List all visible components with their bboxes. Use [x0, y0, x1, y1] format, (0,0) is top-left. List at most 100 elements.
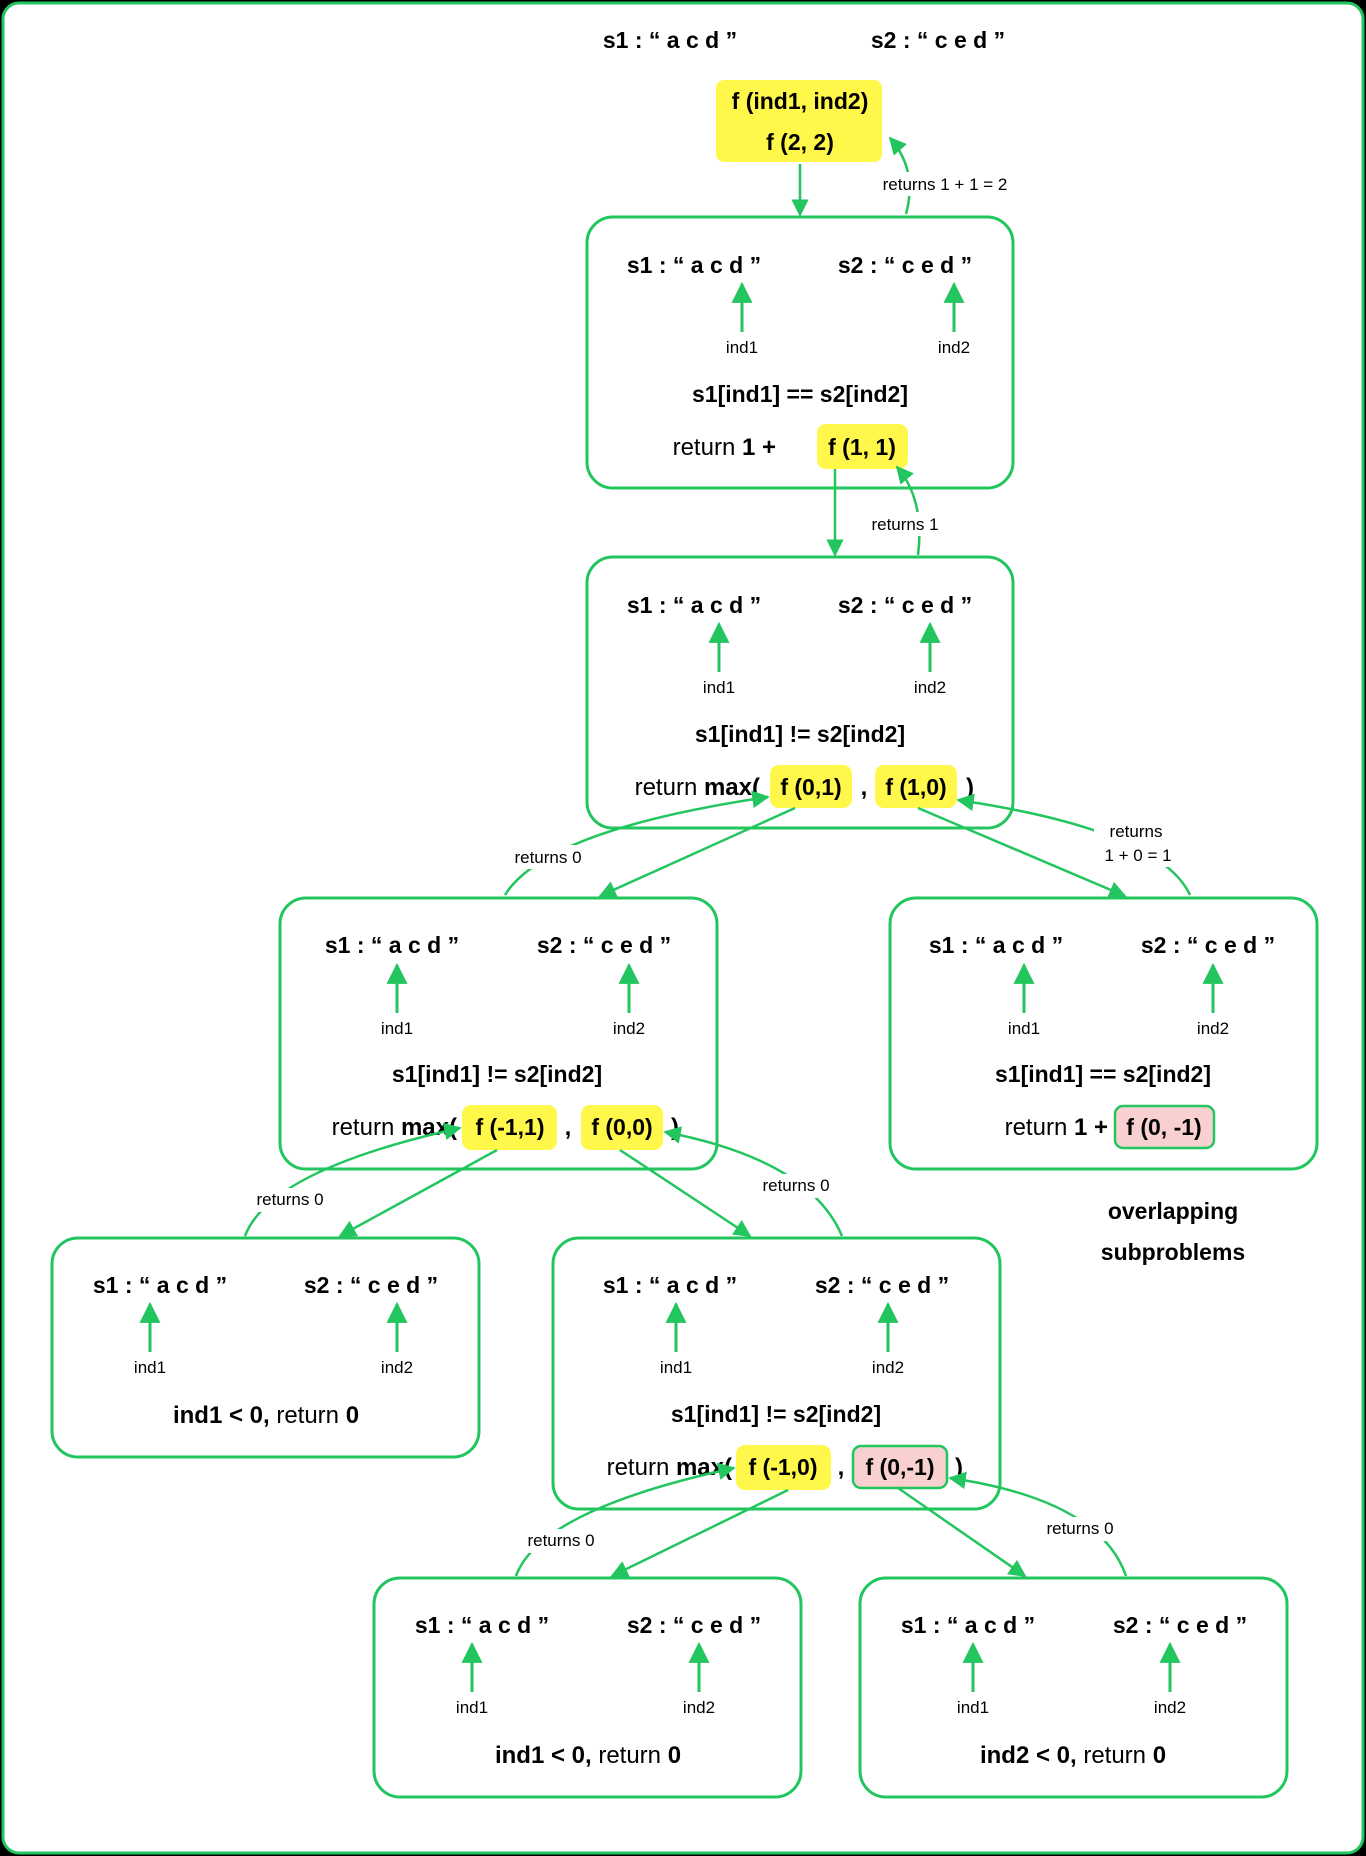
n5-comma: ,	[838, 1454, 845, 1481]
n1-call-f-1-1: f (1, 1)	[828, 434, 896, 460]
n2-call-f-0-1: f (0,1)	[780, 774, 841, 800]
n6-base-return: return	[270, 1402, 346, 1429]
n2-ind1-label: ind1	[703, 678, 735, 697]
n1-condition: s1[ind1] == s2[ind2]	[692, 381, 908, 407]
n5-condition: s1[ind1] != s2[ind2]	[671, 1401, 881, 1427]
call-arrow-n5-to-n8	[897, 1486, 1027, 1578]
n2-return-keyword: return	[635, 774, 704, 801]
return-label-n5-right: returns 0	[1046, 1519, 1113, 1538]
overlapping-note-line1: overlapping	[1108, 1198, 1238, 1224]
return-label-n2-right-line1: returns	[1110, 822, 1163, 841]
return-label-root: returns 1 + 1 = 2	[883, 175, 1008, 194]
n5-call1-highlight	[736, 1445, 831, 1490]
n2-return-line: return max(	[635, 774, 760, 801]
call-arrow-n5-to-n7	[610, 1488, 789, 1578]
n7-ind1-label: ind1	[456, 1698, 488, 1717]
n4-call-overlap-highlight	[1113, 1104, 1216, 1150]
n6-base-cond: ind1 < 0,	[173, 1402, 270, 1429]
return-arrow-n2-to-n1	[895, 465, 921, 556]
n3-return-keyword: return	[332, 1114, 401, 1141]
n1-ind1-label: ind1	[726, 338, 758, 357]
return-label-n3-right: returns 0	[762, 1176, 829, 1195]
n8-s1-label: s1 : “ a c d ”	[901, 1612, 1035, 1638]
n8-ind1-label: ind1	[957, 1698, 989, 1717]
n6-s2-label: s2 : “ c e d ”	[304, 1272, 438, 1298]
n1-s2-label: s2 : “ c e d ”	[838, 252, 972, 278]
n7-base-case: ind1 < 0, return 0	[495, 1742, 681, 1769]
n6-base-case: ind1 < 0, return 0	[173, 1402, 359, 1429]
n8-base-return: return	[1077, 1742, 1153, 1769]
node-f-2-2	[585, 215, 1015, 490]
n7-s2-label: s2 : “ c e d ”	[627, 1612, 761, 1638]
n7-base-cond: ind1 < 0,	[495, 1742, 592, 1769]
n1-call-highlight	[817, 424, 908, 469]
return-arrow-n8-to-n5	[948, 1471, 1128, 1577]
return-label-n2-right-line2: 1 + 0 = 1	[1104, 846, 1171, 865]
n8-base-value: 0	[1153, 1742, 1166, 1769]
n6-ind1-label: ind1	[134, 1358, 166, 1377]
call-arrow-n3-to-n5	[619, 1148, 752, 1238]
root-call-value: f (2, 2)	[766, 129, 834, 155]
n4-condition: s1[ind1] == s2[ind2]	[995, 1061, 1211, 1087]
n7-base-return: return	[592, 1742, 668, 1769]
return-label-n5-left: returns 0	[527, 1531, 594, 1550]
n7-s1-label: s1 : “ a c d ”	[415, 1612, 549, 1638]
n3-call2-highlight	[581, 1105, 663, 1150]
node-f-neg1-1	[50, 1236, 481, 1459]
n4-ind1-label: ind1	[1008, 1019, 1040, 1038]
n4-return-line: return 1 +	[1005, 1114, 1108, 1141]
n8-s2-label: s2 : “ c e d ”	[1113, 1612, 1247, 1638]
n1-ind2-label: ind2	[938, 338, 970, 357]
n1-return-keyword: return	[673, 434, 742, 461]
n2-ind2-label: ind2	[914, 678, 946, 697]
n5-return-line: return max(	[607, 1454, 732, 1481]
n1-s1-label: s1 : “ a c d ”	[627, 252, 761, 278]
call-arrow-n2-to-n4	[917, 806, 1127, 898]
node-f-neg1-0	[372, 1576, 803, 1799]
n6-ind2-label: ind2	[381, 1358, 413, 1377]
n4-return-keyword: return	[1005, 1114, 1074, 1141]
n6-base-value: 0	[346, 1402, 359, 1429]
n6-s1-label: s1 : “ a c d ”	[93, 1272, 227, 1298]
n2-return-max: max(	[704, 774, 760, 801]
n4-return-op: 1 +	[1074, 1114, 1108, 1141]
n3-return-max: max(	[401, 1114, 457, 1141]
return-label-n3-left: returns 0	[256, 1190, 323, 1209]
n3-s2-label: s2 : “ c e d ”	[537, 932, 671, 958]
n3-comma: ,	[565, 1114, 572, 1141]
n3-call1-highlight	[462, 1105, 557, 1150]
n7-ind2-label: ind2	[683, 1698, 715, 1717]
n2-call1-highlight	[770, 765, 852, 808]
n5-return-max: max(	[676, 1454, 732, 1481]
return-label-n2-left: returns 0	[514, 848, 581, 867]
n2-call2-highlight	[875, 765, 957, 808]
n2-comma: ,	[861, 774, 868, 801]
n5-call-f-neg1-0: f (-1,0)	[749, 1454, 818, 1480]
n1-return-op: 1 +	[742, 434, 776, 461]
return-arrow-n7-to-n5	[514, 1462, 736, 1577]
n4-call-f-0-neg1: f (0, -1)	[1126, 1114, 1201, 1140]
root-s1-label: s1 : “ a c d ”	[603, 27, 737, 53]
node-f-0-neg1	[858, 1576, 1289, 1799]
n3-close-paren: )	[671, 1114, 679, 1141]
n4-s2-label: s2 : “ c e d ”	[1141, 932, 1275, 958]
n2-s1-label: s1 : “ a c d ”	[627, 592, 761, 618]
n2-condition: s1[ind1] != s2[ind2]	[695, 721, 905, 747]
n5-ind2-label: ind2	[872, 1358, 904, 1377]
n4-s1-label: s1 : “ a c d ”	[929, 932, 1063, 958]
n3-ind2-label: ind2	[613, 1019, 645, 1038]
n5-ind1-label: ind1	[660, 1358, 692, 1377]
call-arrow-n3-to-n6	[338, 1148, 498, 1238]
n3-call-f-neg1-1: f (-1,1)	[476, 1114, 545, 1140]
n8-base-case: ind2 < 0, return 0	[980, 1742, 1166, 1769]
call-arrow-n2-to-n3	[598, 806, 796, 898]
n3-condition: s1[ind1] != s2[ind2]	[392, 1061, 602, 1087]
n4-ind2-label: ind2	[1197, 1019, 1229, 1038]
return-arrow-n3-to-n2	[503, 790, 770, 896]
n8-ind2-label: ind2	[1154, 1698, 1186, 1717]
n3-ind1-label: ind1	[381, 1019, 413, 1038]
root-call-signature: f (ind1, ind2)	[732, 88, 869, 114]
n5-s2-label: s2 : “ c e d ”	[815, 1272, 949, 1298]
n2-s2-label: s2 : “ c e d ”	[838, 592, 972, 618]
